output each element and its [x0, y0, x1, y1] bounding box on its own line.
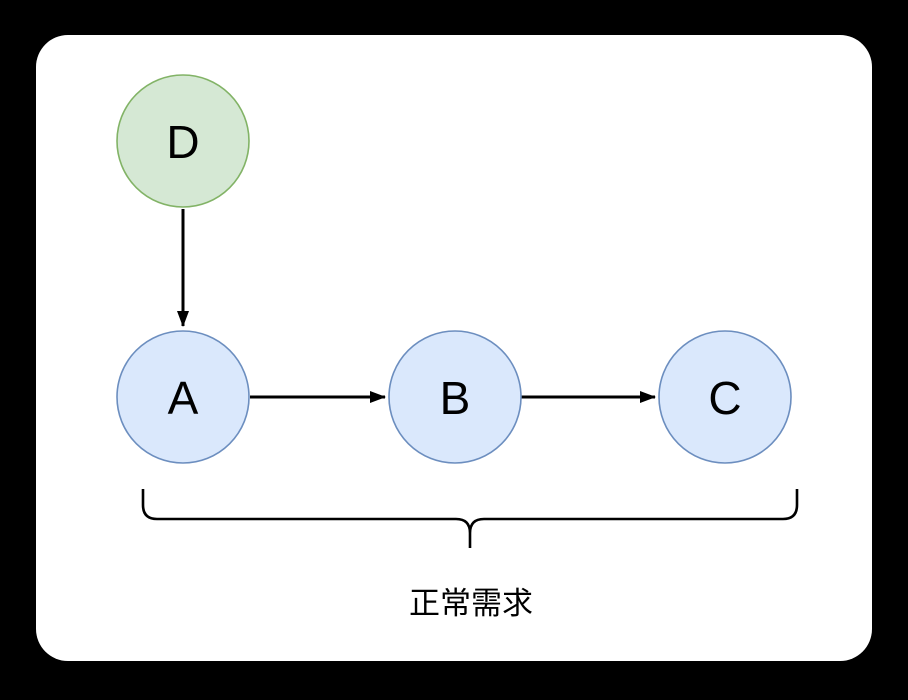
- node-a-circle[interactable]: [116, 330, 250, 464]
- node-a[interactable]: A: [116, 330, 250, 464]
- node-c[interactable]: C: [658, 330, 792, 464]
- node-d-label: D: [166, 116, 199, 168]
- node-b[interactable]: B: [388, 330, 522, 464]
- node-c-label: C: [708, 372, 741, 424]
- curly-brace: [141, 489, 799, 548]
- brace-caption: 正常需求: [409, 586, 533, 621]
- node-a-label: A: [168, 372, 199, 424]
- node-d[interactable]: D: [116, 74, 250, 208]
- node-d-circle[interactable]: [116, 74, 250, 208]
- node-b-circle[interactable]: [388, 330, 522, 464]
- node-b-label: B: [440, 372, 471, 424]
- node-c-circle[interactable]: [658, 330, 792, 464]
